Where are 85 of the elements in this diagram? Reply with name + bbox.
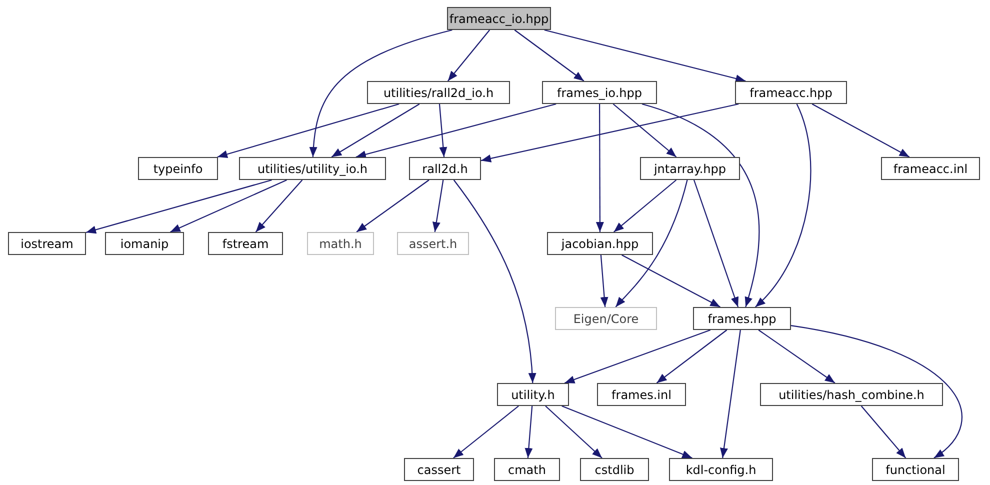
file-box	[138, 157, 218, 180]
file-name: utilities/hash_combine.h	[778, 388, 924, 400]
arrow	[310, 29, 452, 158]
file-box	[542, 81, 657, 104]
file-box	[239, 157, 386, 180]
file-box	[735, 81, 847, 104]
file-box	[397, 232, 469, 255]
file-name: assert.h	[408, 238, 458, 250]
arrow	[545, 406, 602, 458]
arrow	[217, 103, 400, 158]
arrow	[514, 30, 584, 82]
file-name: frameacc.inl	[893, 162, 968, 174]
arrow	[331, 104, 420, 158]
file-box	[693, 307, 791, 330]
arrow	[720, 330, 741, 458]
file-name: frames.inl	[612, 388, 672, 400]
file-box	[404, 458, 474, 481]
arrow	[524, 406, 533, 458]
file-name: frameacc_io.hpp	[449, 12, 549, 24]
file-name: Eigen/Core	[573, 312, 639, 324]
file-name: fstream	[222, 238, 269, 250]
arrow	[356, 180, 430, 232]
arrow	[656, 330, 728, 384]
file-box	[497, 383, 569, 406]
file-box	[447, 7, 551, 30]
file-box	[760, 383, 943, 406]
file-name: frames_io.hpp	[557, 86, 642, 98]
arrow	[622, 254, 720, 308]
arrow	[642, 103, 760, 308]
file-box	[105, 232, 184, 255]
file-box	[669, 458, 773, 481]
arrow	[438, 104, 448, 158]
arrow	[544, 29, 746, 82]
file-box	[307, 232, 374, 255]
file-box	[208, 232, 283, 255]
file-name: iostream	[20, 238, 74, 250]
arrow	[613, 180, 677, 232]
file-box	[8, 232, 86, 255]
file-name: functional	[886, 464, 946, 476]
file-name: utilities/rall2d_io.h	[383, 86, 494, 98]
arrow	[170, 180, 287, 232]
arrow	[615, 180, 688, 308]
arrow	[356, 103, 556, 158]
arrow	[596, 104, 604, 232]
file-name: utilities/utility_io.h	[257, 162, 368, 174]
file-box	[409, 157, 481, 180]
arrow	[255, 180, 303, 232]
arrow	[758, 330, 836, 384]
file-name: cassert	[417, 464, 461, 476]
file-box	[872, 458, 959, 481]
file-name: frames.hpp	[708, 312, 776, 324]
file-name: typeinfo	[153, 162, 203, 174]
arrow	[447, 30, 490, 82]
arrow	[480, 103, 739, 162]
file-name: jntarray.hpp	[654, 162, 726, 174]
arrow	[453, 180, 536, 384]
arrow	[812, 104, 910, 158]
file-name: utility.h	[511, 388, 555, 400]
arrow	[432, 180, 444, 232]
file-box	[555, 307, 657, 330]
file-name: jacobian.hpp	[561, 238, 639, 250]
arrow	[562, 405, 692, 459]
arrow	[86, 179, 272, 234]
file-box	[367, 81, 510, 104]
file-box	[494, 458, 560, 481]
arrow	[612, 104, 677, 158]
arrow	[790, 325, 962, 458]
file-box	[597, 383, 686, 406]
file-name: cmath	[508, 464, 546, 476]
file-name: kdl-config.h	[686, 464, 756, 476]
file-box	[547, 232, 653, 255]
arrow	[693, 180, 739, 308]
arrow	[754, 104, 812, 308]
file-box	[640, 157, 740, 180]
file-name: iomanip	[120, 238, 169, 250]
arrow	[860, 406, 906, 458]
file-name: math.h	[319, 238, 362, 250]
file-box	[580, 458, 649, 481]
file-box	[881, 157, 980, 180]
arrow	[564, 329, 711, 384]
file-name: frameacc.hpp	[750, 86, 832, 98]
arrow	[453, 406, 519, 458]
file-name: cstdlib	[594, 464, 634, 476]
arrow	[600, 254, 608, 308]
file-name: rall2d.h	[422, 162, 468, 174]
